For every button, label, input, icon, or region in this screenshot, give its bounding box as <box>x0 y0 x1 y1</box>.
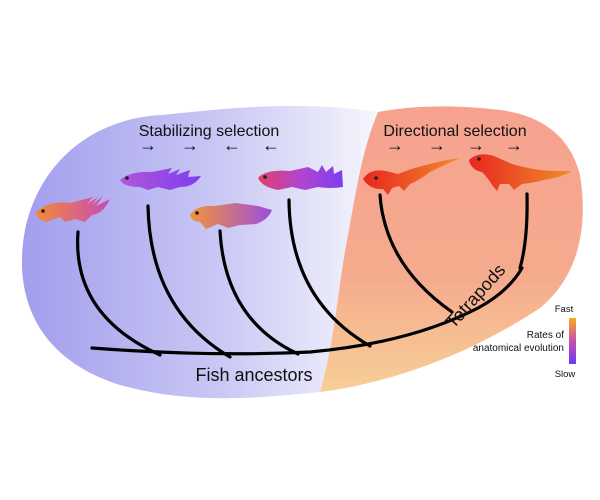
fish-2 <box>120 168 201 190</box>
tetrapod-1 <box>363 158 460 195</box>
legend-title-line2: anatomical evolution <box>473 343 564 354</box>
branch-tetrapod-1 <box>378 193 454 314</box>
branch-tetrapod-2 <box>518 192 529 270</box>
legend-fast-label: Fast <box>555 304 574 315</box>
fish-ancestors-label: Fish ancestors <box>195 365 312 385</box>
stabilizing-arrows: → → ← ← <box>139 135 280 155</box>
legend-title-line1: Rates of <box>527 330 564 341</box>
stabilizing-arrow-1: → <box>139 135 157 155</box>
fish-3 <box>190 203 272 229</box>
stabilizing-arrow-4: ← <box>262 135 280 155</box>
legend-color-bar <box>569 318 576 364</box>
directional-selection-label: Directional selection <box>383 123 526 140</box>
stabilizing-arrow-3: ← <box>223 135 241 155</box>
branch-fish-2 <box>146 204 232 359</box>
fish-1 <box>36 196 110 222</box>
directional-arrow-4: → <box>505 135 523 155</box>
directional-arrows: → → → → <box>386 135 523 155</box>
phylogenetic-tree <box>76 192 529 359</box>
directional-arrow-2: → <box>428 135 446 155</box>
branch-fish-4 <box>287 198 372 348</box>
stabilizing-selection-label: Stabilizing selection <box>139 123 280 140</box>
legend-slow-label: Slow <box>555 369 576 380</box>
tetrapod-2 <box>469 154 572 191</box>
fish-4 <box>258 165 343 190</box>
branch-fish-3 <box>218 229 300 356</box>
directional-arrow-1: → <box>386 135 404 155</box>
directional-arrow-3: → <box>467 135 485 155</box>
tree-main-axis <box>90 266 524 356</box>
rate-legend: Fast Rates of anatomical evolution Slow <box>473 304 576 380</box>
branch-fish-1 <box>76 230 162 357</box>
stabilizing-arrow-2: → <box>181 135 199 155</box>
